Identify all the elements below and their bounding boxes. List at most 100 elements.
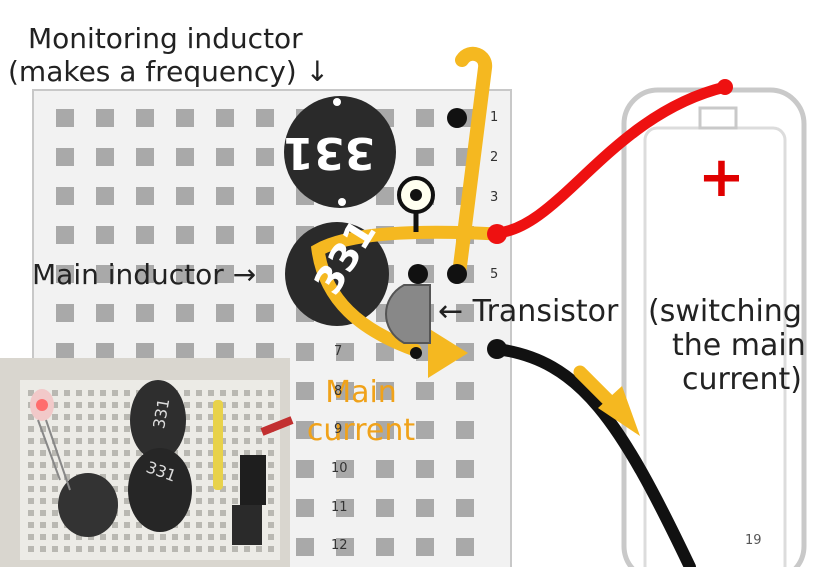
- breadboard-hole: [456, 499, 474, 517]
- photo-hole: [100, 390, 106, 396]
- photo-hole: [268, 414, 274, 420]
- photo-hole: [52, 498, 58, 504]
- photo-hole: [124, 414, 130, 420]
- breadboard-hole: [456, 382, 474, 400]
- photo-hole: [40, 510, 46, 516]
- photo-hole: [220, 486, 226, 492]
- photo-hole: [136, 546, 142, 552]
- photo-hole: [76, 402, 82, 408]
- photo-hole: [196, 462, 202, 468]
- photo-hole: [52, 426, 58, 432]
- breadboard-hole: [256, 304, 274, 322]
- photo-hole: [256, 402, 262, 408]
- breadboard-hole: [176, 187, 194, 205]
- breadboard-hole: [56, 304, 74, 322]
- photo-hole: [220, 498, 226, 504]
- photo-hole: [124, 462, 130, 468]
- photo-hole: [124, 426, 130, 432]
- breadboard-hole: [176, 265, 194, 283]
- photo-hole: [124, 522, 130, 528]
- photo-hole: [184, 522, 190, 528]
- photo-hole: [196, 486, 202, 492]
- photo-hole: [52, 486, 58, 492]
- photo-hole: [208, 486, 214, 492]
- photo-hole: [196, 438, 202, 444]
- photo-hole: [220, 522, 226, 528]
- photo-hole: [112, 462, 118, 468]
- photo-hole: [268, 522, 274, 528]
- photo-hole: [184, 390, 190, 396]
- photo-hole: [256, 390, 262, 396]
- photo-hole: [28, 450, 34, 456]
- breadboard-hole: [456, 538, 474, 556]
- photo-hole: [76, 450, 82, 456]
- photo-hole: [64, 474, 70, 480]
- breadboard-hole: [416, 148, 434, 166]
- breadboard-hole: [296, 421, 314, 439]
- photo-hole: [232, 414, 238, 420]
- photo-hole: [196, 426, 202, 432]
- breadboard-hole: [256, 109, 274, 127]
- photo-hole: [268, 438, 274, 444]
- breadboard-hole: [336, 382, 354, 400]
- breadboard-hole: [136, 148, 154, 166]
- photo-hole: [184, 510, 190, 516]
- row-number-8: 8: [334, 384, 343, 399]
- photo-hole: [208, 522, 214, 528]
- photo-hole: [208, 402, 214, 408]
- photo-hole: [40, 498, 46, 504]
- photo-hole: [64, 402, 70, 408]
- breadboard-hole: [96, 148, 114, 166]
- photo-hole: [28, 498, 34, 504]
- photo-hole: [76, 534, 82, 540]
- row-number-9: 9: [334, 422, 343, 437]
- photo-hole: [232, 486, 238, 492]
- photo-hole: [88, 534, 94, 540]
- photo-hole: [124, 498, 130, 504]
- photo-hole: [184, 462, 190, 468]
- breadboard-hole: [136, 226, 154, 244]
- photo-hole: [76, 546, 82, 552]
- photo-hole: [124, 438, 130, 444]
- photo-hole: [232, 546, 238, 552]
- breadboard-hole: [416, 538, 434, 556]
- photo-hole: [196, 414, 202, 420]
- photo-hole: [268, 462, 274, 468]
- breadboard-hole: [96, 187, 114, 205]
- photo-hole: [52, 522, 58, 528]
- led: [397, 176, 435, 232]
- photo-hole: [196, 522, 202, 528]
- photo-hole: [220, 510, 226, 516]
- row-number-2: 2: [490, 150, 499, 165]
- photo-hole: [112, 534, 118, 540]
- photo-hole: [28, 462, 34, 468]
- breadboard-hole: [376, 343, 394, 361]
- photo-hole: [184, 534, 190, 540]
- photo-hole: [184, 402, 190, 408]
- photo-hole: [112, 450, 118, 456]
- photo-hole: [28, 534, 34, 540]
- photo-hole: [244, 390, 250, 396]
- photo-hole: [220, 390, 226, 396]
- photo-hole: [256, 414, 262, 420]
- switching-label-3: current): [682, 362, 802, 397]
- photo-hole: [136, 534, 142, 540]
- breadboard-hole: [96, 226, 114, 244]
- battery-terminal: [698, 106, 738, 130]
- breadboard-hole: [376, 538, 394, 556]
- photo-hole: [124, 474, 130, 480]
- photo-hole: [220, 534, 226, 540]
- breadboard-hole: [256, 265, 274, 283]
- photo-hole: [28, 486, 34, 492]
- photo-hole: [244, 450, 250, 456]
- photo-hole: [136, 450, 142, 456]
- photo-hole: [88, 438, 94, 444]
- photo-hole: [160, 534, 166, 540]
- row-number-1: 1: [490, 110, 499, 125]
- photo-hole: [64, 426, 70, 432]
- breadboard-hole: [56, 265, 74, 283]
- breadboard-hole: [56, 343, 74, 361]
- breadboard-hole: [376, 382, 394, 400]
